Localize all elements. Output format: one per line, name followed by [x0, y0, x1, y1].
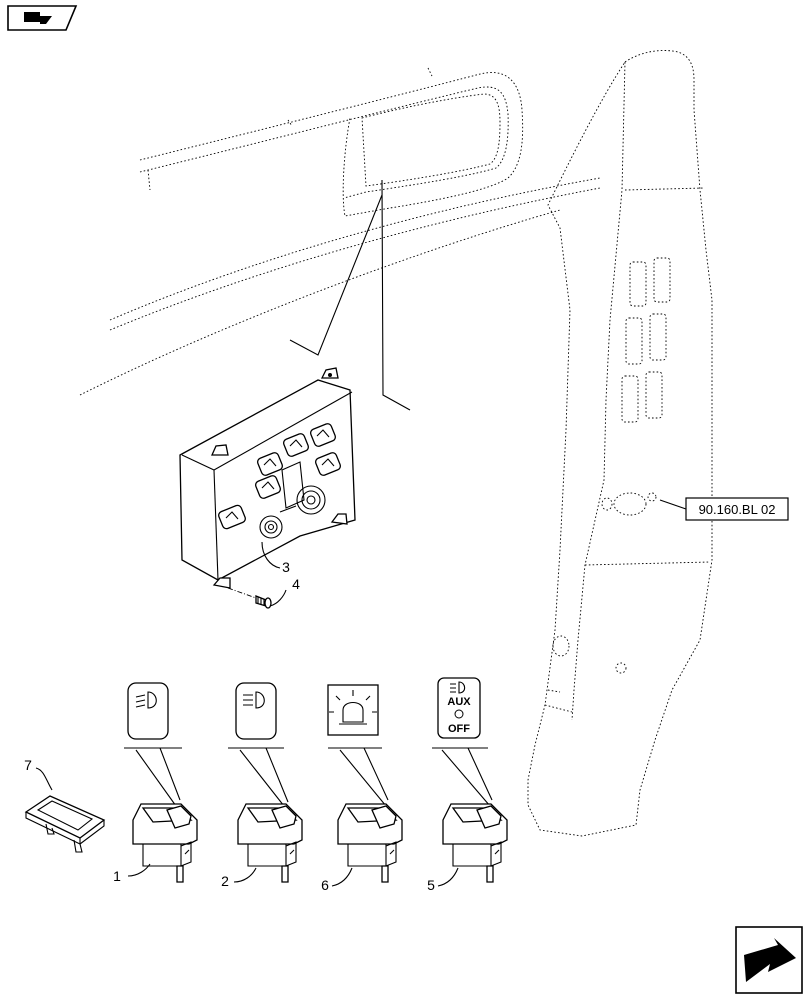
symbol-divider-lines: [124, 747, 493, 807]
blank-cover: [24, 767, 106, 853]
panel-button: [254, 475, 282, 499]
callout-7: 7: [24, 757, 32, 773]
next-page-arrow-icon[interactable]: [735, 926, 803, 994]
off-label: OFF: [448, 723, 470, 735]
panel-button: [218, 504, 246, 530]
roof-leader-lines: [289, 179, 411, 411]
book-page-icon[interactable]: [7, 5, 78, 31]
screw: [227, 587, 272, 609]
control-panel: [179, 367, 356, 589]
panel-button: [282, 433, 310, 457]
reference-box[interactable]: 90.160.BL 02: [659, 497, 789, 521]
switch-1: [132, 803, 198, 883]
cab-roof-outline: [79, 67, 601, 396]
callout-1: 1: [113, 868, 121, 884]
cab-pillar: [527, 50, 713, 837]
switch-2: [237, 803, 303, 883]
switch-6: [337, 803, 403, 883]
callout-3: 3: [282, 559, 290, 575]
symbol-aux: AUX OFF: [437, 677, 481, 739]
symbol-headlight-low: [127, 682, 169, 740]
switch-5: [442, 803, 508, 883]
callout-4: 4: [292, 576, 300, 592]
panel-button: [256, 452, 284, 476]
callout-5: 5: [427, 877, 435, 893]
callout-2: 2: [221, 873, 229, 889]
aux-label: AUX: [447, 696, 471, 708]
reference-label: 90.160.BL 02: [699, 502, 776, 517]
symbol-headlight-high: [235, 682, 277, 740]
callout-6: 6: [321, 877, 329, 893]
panel-button: [314, 452, 342, 476]
tractor-graphic: [259, 461, 326, 539]
symbol-beacon: [327, 684, 379, 736]
panel-button: [309, 423, 337, 447]
